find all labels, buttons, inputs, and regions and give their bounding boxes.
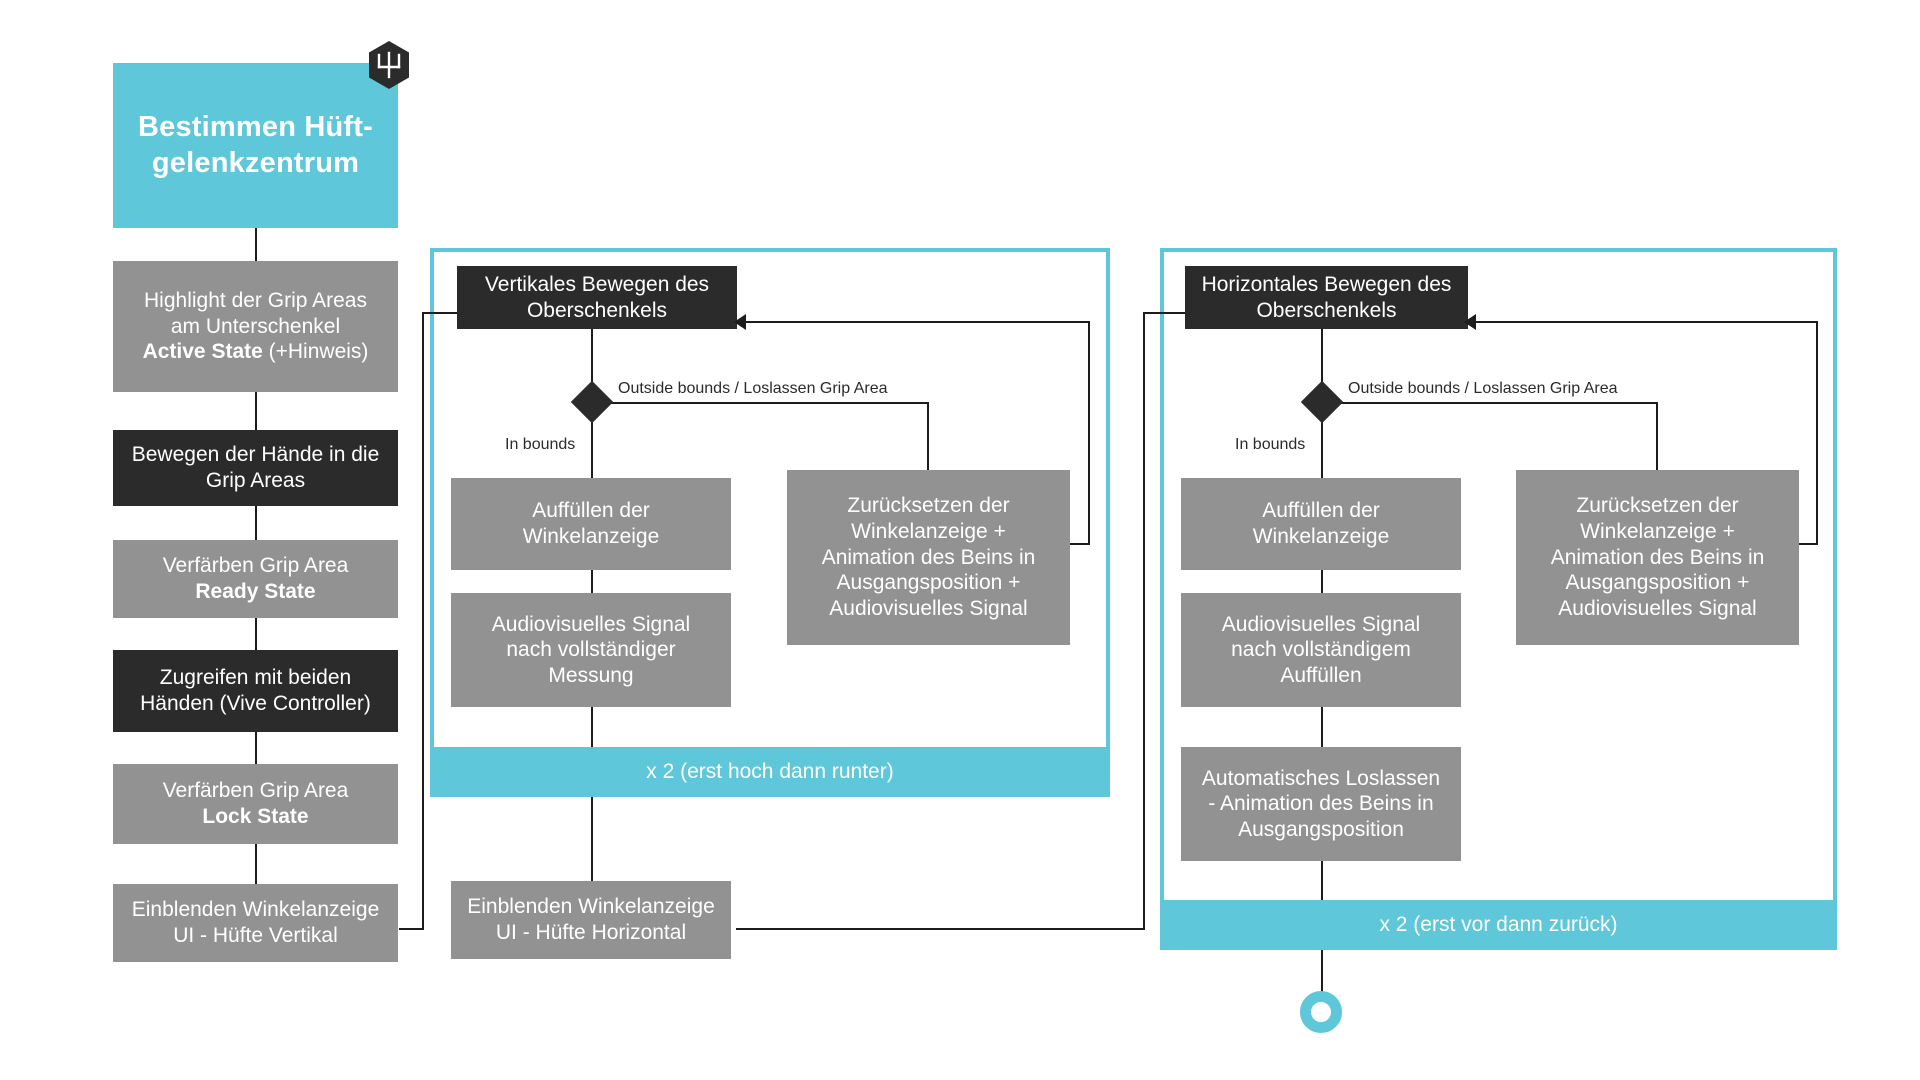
node-label: Highlight der Grip Areas am Unterschenke… bbox=[142, 289, 369, 364]
node-label: Audiovisuelles Signal nach vollständiger… bbox=[491, 612, 691, 687]
node-auffuellen-winkelanzeige-horizontal[interactable]: Auffüllen der Winkelanzeige bbox=[1181, 478, 1461, 570]
edge-label-in-bounds-vertical: In bounds bbox=[505, 436, 576, 453]
connector-horizontal-header-to-diamond bbox=[1321, 329, 1323, 401]
connector-einblenden-v-right bbox=[399, 928, 424, 930]
connector-vertikal-reset-right bbox=[1070, 543, 1090, 545]
connector-einblenden-h-right bbox=[736, 928, 1145, 930]
connector-highlight-to-bewegen bbox=[255, 392, 257, 430]
node-vertikales-bewegen-oberschenkel[interactable]: Vertikales Bewegen des Oberschenkels bbox=[457, 266, 737, 329]
node-label: Auffüllen der Winkelanzeige bbox=[1252, 499, 1390, 548]
node-verfaerben-lock-state[interactable]: Verfärben Grip Area Lock State bbox=[113, 764, 398, 844]
connector-vertikal-auffuellen-to-audio bbox=[591, 570, 593, 593]
loop-bar-label: x 2 (erst vor dann zurück) bbox=[1379, 913, 1618, 937]
connector-einblenden-v-into-header bbox=[422, 312, 457, 314]
connector-horizontal-outside-v bbox=[1656, 402, 1658, 470]
connector-horizontal-auffuellen-to-audio bbox=[1321, 570, 1323, 593]
arrowhead-vertikal-header bbox=[734, 314, 746, 330]
node-audiovisuelles-signal-horizontal[interactable]: Audiovisuelles Signal nach vollständigem… bbox=[1181, 593, 1461, 707]
connector-vertikal-loopbar-to-exit bbox=[591, 797, 593, 881]
node-bewegen-haende[interactable]: Bewegen der Hände in die Grip Areas bbox=[113, 430, 398, 506]
node-zugreifen-beiden-haenden[interactable]: Zugreifen mit beiden Händen (Vive Contro… bbox=[113, 650, 398, 732]
connector-vertikal-header-to-diamond bbox=[591, 329, 593, 401]
edge-label-outside-bounds-vertical: Outside bounds / Loslassen Grip Area bbox=[618, 380, 888, 397]
node-automatisches-loslassen[interactable]: Automatisches Loslassen - Animation des … bbox=[1181, 747, 1461, 861]
connector-horizontal-auto-to-loopbar bbox=[1321, 861, 1323, 900]
connector-zugreifen-to-lock bbox=[255, 732, 257, 764]
connector-horizontal-audio-to-auto bbox=[1321, 707, 1323, 747]
node-auffuellen-winkelanzeige-vertikal[interactable]: Auffüllen der Winkelanzeige bbox=[451, 478, 731, 570]
connector-einblenden-h-up bbox=[1143, 312, 1145, 930]
node-label: Bewegen der Hände in die Grip Areas bbox=[131, 443, 380, 492]
node-label: Zugreifen mit beiden Händen (Vive Contro… bbox=[140, 666, 371, 715]
node-label: Vertikales Bewegen des Oberschenkels bbox=[484, 272, 710, 322]
loop-bar-vertikal[interactable]: x 2 (erst hoch dann runter) bbox=[430, 747, 1110, 797]
edge-label-outside-bounds-horizontal: Outside bounds / Loslassen Grip Area bbox=[1348, 380, 1618, 397]
loop-bar-horizontal[interactable]: x 2 (erst vor dann zurück) bbox=[1160, 900, 1837, 950]
node-label: Horizontales Bewegen des Oberschenkels bbox=[1201, 272, 1452, 322]
connector-horizontal-inbounds bbox=[1321, 416, 1323, 478]
connector-horizontal-reset-right bbox=[1798, 543, 1818, 545]
node-label: Automatisches Loslassen - Animation des … bbox=[1201, 766, 1441, 841]
node-label: Einblenden Winkelanzeige UI - Hüfte Hori… bbox=[467, 895, 715, 944]
connector-vertikal-outside-v bbox=[927, 402, 929, 470]
node-zuruecksetzen-winkelanzeige-horizontal[interactable]: Zurücksetzen der Winkelanzeige + Animati… bbox=[1516, 470, 1799, 645]
node-zuruecksetzen-winkelanzeige-vertikal[interactable]: Zurücksetzen der Winkelanzeige + Animati… bbox=[787, 470, 1070, 645]
node-label: Audiovisuelles Signal nach vollständigem… bbox=[1221, 612, 1421, 687]
psi-trident-icon bbox=[367, 40, 411, 90]
connector-horizontal-outside-h bbox=[1321, 402, 1658, 404]
arrowhead-horizontal-header bbox=[1464, 314, 1476, 330]
node-label: Verfärben Grip Area Lock State bbox=[162, 779, 349, 828]
connector-vertikal-audio-to-loopbar bbox=[591, 707, 593, 747]
node-horizontales-bewegen-oberschenkel[interactable]: Horizontales Bewegen des Oberschenkels bbox=[1185, 266, 1468, 329]
loop-bar-label: x 2 (erst hoch dann runter) bbox=[646, 760, 894, 784]
node-einblenden-winkelanzeige-horizontal[interactable]: Einblenden Winkelanzeige UI - Hüfte Hori… bbox=[451, 881, 731, 959]
node-label: Bestimmen Hüft-gelenkzentrum bbox=[137, 111, 373, 179]
edge-label-in-bounds-horizontal: In bounds bbox=[1235, 436, 1306, 453]
node-highlight-grip-areas[interactable]: Highlight der Grip Areas am Unterschenke… bbox=[113, 261, 398, 392]
node-audiovisuelles-signal-vertikal[interactable]: Audiovisuelles Signal nach vollständiger… bbox=[451, 593, 731, 707]
node-label: Einblenden Winkelanzeige UI - Hüfte Vert… bbox=[131, 898, 380, 947]
connector-horizontal-loopbar-to-end bbox=[1321, 950, 1323, 992]
connector-einblenden-v-up bbox=[422, 312, 424, 930]
connector-vertikal-reset-back bbox=[745, 321, 1088, 323]
node-label: Verfärben Grip Area Ready State bbox=[162, 554, 349, 603]
node-label: Zurücksetzen der Winkelanzeige + Animati… bbox=[821, 494, 1036, 620]
node-label: Zurücksetzen der Winkelanzeige + Animati… bbox=[1550, 494, 1765, 620]
connector-title-to-highlight bbox=[255, 228, 257, 261]
connector-vertikal-reset-up bbox=[1088, 321, 1090, 545]
connector-horizontal-reset-back bbox=[1475, 321, 1816, 323]
connector-lock-to-einblenden-v bbox=[255, 844, 257, 884]
connector-vertikal-outside-h bbox=[591, 402, 929, 404]
node-verfaerben-ready-state[interactable]: Verfärben Grip Area Ready State bbox=[113, 540, 398, 618]
connector-ready-to-zugreifen bbox=[255, 618, 257, 650]
connector-vertikal-inbounds bbox=[591, 416, 593, 478]
connector-bewegen-to-ready bbox=[255, 506, 257, 540]
end-circle-icon bbox=[1300, 991, 1342, 1033]
connector-einblenden-h-into-header bbox=[1143, 312, 1185, 314]
node-label: Auffüllen der Winkelanzeige bbox=[522, 499, 660, 548]
connector-horizontal-reset-up bbox=[1816, 321, 1818, 545]
node-bestimmen-hueftgelenkzentrum[interactable]: Bestimmen Hüft-gelenkzentrum bbox=[113, 63, 398, 228]
node-einblenden-winkelanzeige-vertikal[interactable]: Einblenden Winkelanzeige UI - Hüfte Vert… bbox=[113, 884, 398, 962]
